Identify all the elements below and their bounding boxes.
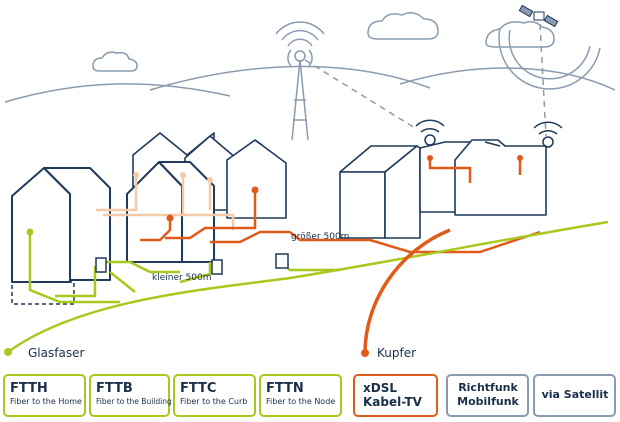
fttc-subtitle: Fiber to the Curb [180, 397, 248, 406]
xdsl-line2: Kabel-TV [363, 395, 422, 409]
wifi-antenna-icon [533, 121, 563, 148]
box-xdsl: xDSL Kabel-TV [353, 374, 438, 417]
house [11, 167, 111, 283]
copper-line [363, 228, 451, 354]
satellite-icon [518, 4, 559, 28]
satellite-signal [498, 27, 601, 90]
cloud-icon [92, 51, 138, 72]
box-satellit: via Satellit [533, 374, 616, 417]
box-fttc: FTTC Fiber to the Curb [173, 374, 256, 417]
funk-line1: Richtfunk [458, 381, 518, 394]
antenna-tower-icon [275, 21, 325, 141]
satellit-line1: via Satellit [541, 388, 609, 401]
hills [4, 65, 616, 103]
fttb-title: FTTB [96, 381, 133, 396]
label-glasfaser: Glasfaser [28, 346, 85, 360]
box-ftth: FTTH Fiber to the Home [3, 374, 86, 417]
xdsl-line1: xDSL [363, 381, 397, 395]
fttb-subtitle: Fiber to the Building [96, 397, 172, 406]
fttc-title: FTTC [180, 381, 217, 396]
distribution-box-icon [95, 253, 289, 275]
fttn-subtitle: Fiber to the Node [266, 397, 336, 406]
ftth-subtitle: Fiber to the Home [10, 397, 82, 406]
box-fttn: FTTN Fiber to the Node [259, 374, 342, 417]
cloud-icon [367, 12, 439, 40]
fttn-title: FTTN [266, 381, 304, 396]
funk-line2: Mobilfunk [457, 395, 519, 408]
label-greater-500m: größer 500m [291, 232, 350, 242]
box-funk: Richtfunk Mobilfunk [446, 374, 529, 417]
label-kupfer: Kupfer [377, 346, 417, 360]
cloud-icon [485, 20, 555, 48]
box-fttb: FTTB Fiber to the Building [89, 374, 172, 417]
house [339, 139, 547, 239]
wifi-antenna-icon [415, 119, 445, 146]
ftth-title: FTTH [10, 381, 48, 396]
label-less-500m: kleiner 500m [152, 273, 212, 283]
